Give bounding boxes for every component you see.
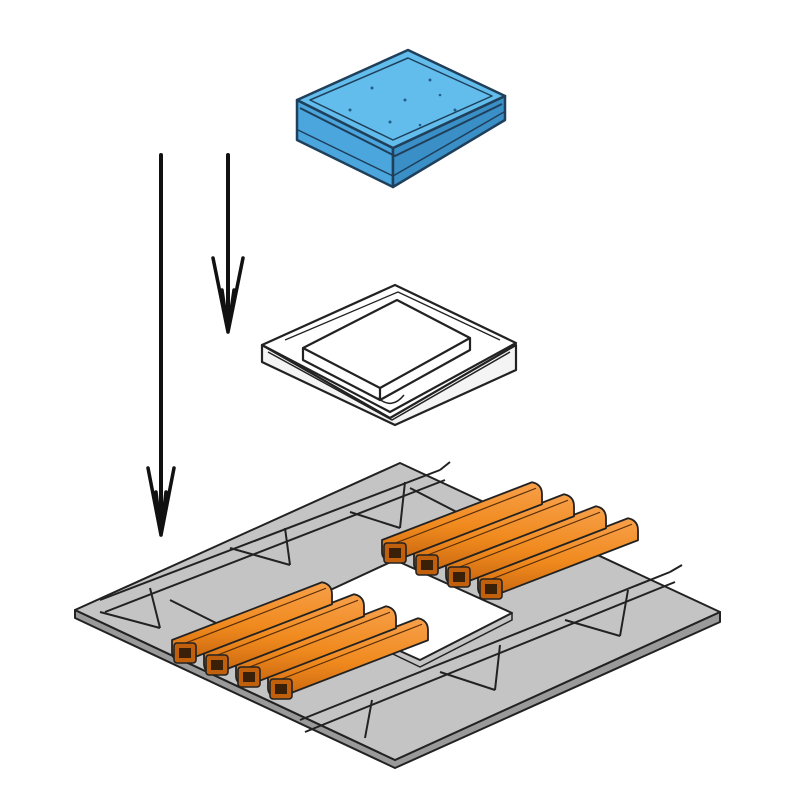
insert-block <box>445 505 607 588</box>
insert-block <box>235 605 397 688</box>
insert-block <box>203 593 365 676</box>
insert-block <box>171 581 333 664</box>
insert-block <box>413 493 575 576</box>
arrow-long <box>146 153 176 537</box>
insert-block <box>267 617 429 700</box>
insert-group-left <box>171 581 429 700</box>
rails <box>99 461 683 739</box>
insert-group-right <box>381 481 639 600</box>
cover-block <box>295 48 507 189</box>
insert-block <box>381 481 543 564</box>
insert-block <box>477 517 639 600</box>
arrow-short <box>211 153 245 334</box>
frame <box>260 283 518 427</box>
